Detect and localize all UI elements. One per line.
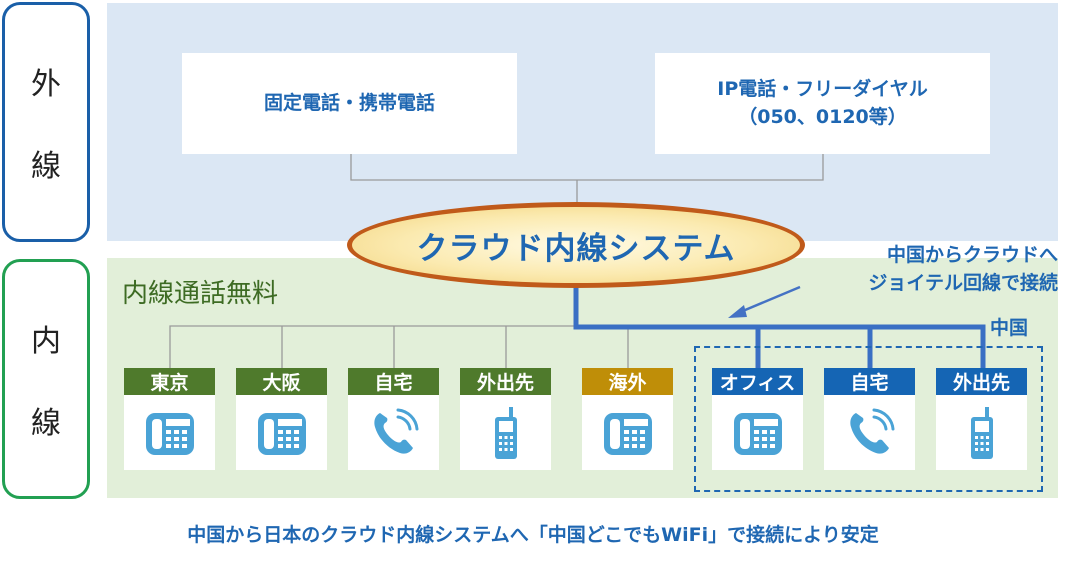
external-connector (350, 154, 824, 181)
china-connection-note: 中国からクラウドへ ジョイテル回線で接続 (796, 242, 1058, 297)
terminal-label: 自宅 (348, 368, 439, 395)
ip-phone-box: IP電話・フリーダイヤル （050、0120等） (655, 53, 990, 154)
terminal-home-china: 自宅 (824, 368, 915, 470)
free-extension-calls-title: 内線通話無料 (122, 279, 279, 309)
domestic-connector (169, 287, 629, 368)
desk-phone-icon (145, 412, 194, 455)
landline-mobile-box: 固定電話・携帯電話 (182, 53, 517, 154)
china-region-box (694, 346, 1043, 492)
landline-mobile-label: 固定電話・携帯電話 (263, 91, 435, 114)
outer-line-label: 外 線 (2, 2, 90, 242)
note-arrow-head (728, 305, 747, 318)
terminal-label: 外出先 (936, 368, 1027, 395)
china-note-line1: 中国からクラウドへ (886, 244, 1058, 266)
mobile-phone-icon (970, 406, 993, 459)
mobile-phone-icon (494, 406, 517, 459)
terminal-label: 海外 (582, 368, 673, 395)
terminal-label: 自宅 (824, 368, 915, 395)
terminal-overseas: 海外 (582, 368, 673, 470)
handset-icon (373, 408, 418, 454)
note-arrow-line (737, 285, 801, 315)
desk-phone-icon (257, 412, 306, 455)
terminal-label: 大阪 (236, 368, 327, 395)
ip-phone-label-line2: （050、0120等） (738, 105, 907, 128)
ip-phone-label-line1: IP電話・フリーダイヤル (717, 77, 928, 100)
china-note-line2: ジョイテル回線で接続 (868, 271, 1058, 294)
handset-icon (849, 408, 894, 454)
terminal-office-china: オフィス (712, 368, 803, 470)
inner-line-char-2: 線 (31, 406, 61, 441)
inner-line-char-1: 内 (31, 324, 61, 359)
cloud-extension-system: クラウド内線システム (347, 202, 805, 288)
inner-line-label: 内 線 (2, 259, 90, 499)
terminal-on-the-go-china: 外出先 (936, 368, 1027, 470)
desk-phone-icon (603, 412, 652, 455)
cloud-system-label: クラウド内線システム (416, 230, 736, 267)
outer-line-char-2: 線 (31, 149, 61, 184)
terminal-home-japan: 自宅 (348, 368, 439, 470)
desk-phone-icon (733, 412, 782, 455)
terminal-tokyo: 東京 (124, 368, 215, 470)
terminal-osaka: 大阪 (236, 368, 327, 470)
china-region-label: 中国 (990, 317, 1029, 339)
terminal-label: 外出先 (460, 368, 551, 395)
terminal-label: 東京 (124, 368, 215, 395)
terminal-label: オフィス (712, 368, 803, 395)
terminal-on-the-go-japan: 外出先 (460, 368, 551, 470)
outer-line-char-1: 外 (31, 67, 61, 102)
bottom-caption: 中国から日本のクラウド内線システムへ「中国どこでもWiFi」で接続により安定 (187, 524, 879, 546)
